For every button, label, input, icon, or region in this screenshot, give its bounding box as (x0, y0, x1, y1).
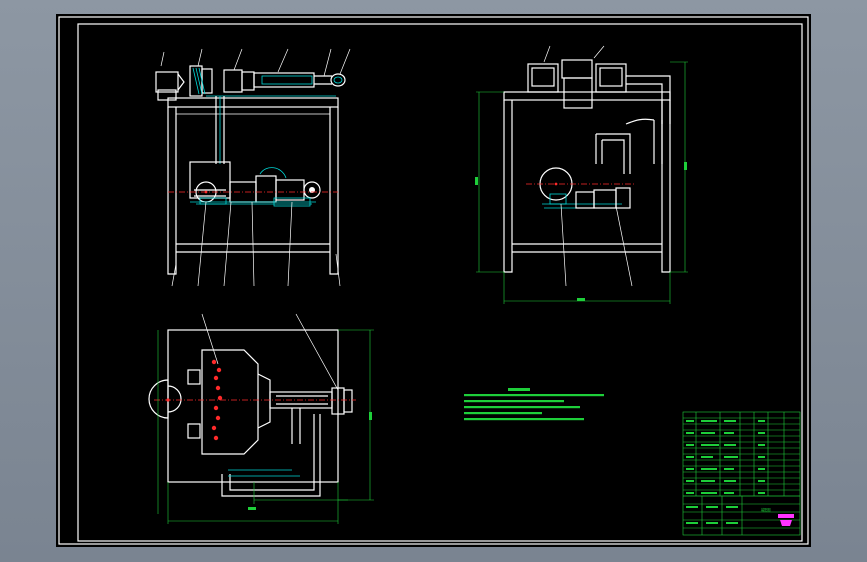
drawing-title: 装配图 (761, 507, 771, 512)
inner-frame (77, 23, 803, 542)
top-view (148, 313, 374, 524)
side-view (475, 45, 688, 304)
outer-border (58, 16, 809, 545)
title-block: 装配图 (682, 411, 801, 536)
drawing-canvas: 装配图 (58, 16, 809, 545)
technical-notes (464, 388, 604, 421)
front-view (155, 48, 351, 287)
drawing-sheet: 装配图 (56, 14, 811, 547)
